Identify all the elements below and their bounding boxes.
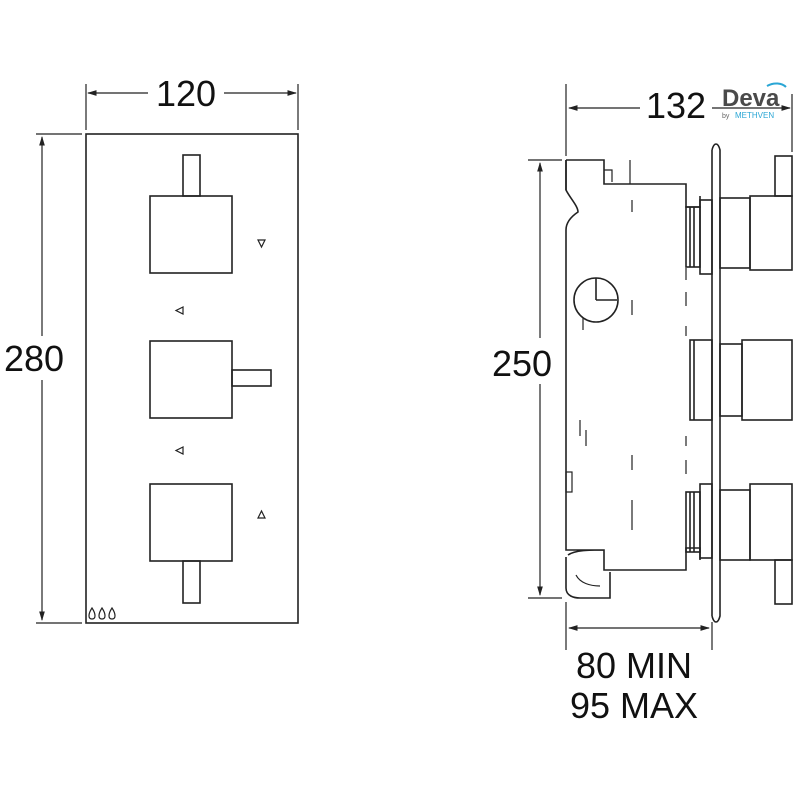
valve-body — [565, 159, 701, 571]
indicator-up-icon — [257, 509, 266, 519]
depth-dimension: 132 — [565, 84, 793, 156]
side-view: 132 250 80 MIN 95 MAX — [492, 84, 793, 726]
min-depth-label: 80 MIN — [576, 645, 692, 686]
top-cartridge — [685, 199, 713, 275]
water-drops-icon — [88, 606, 116, 620]
indicator-down-icon — [257, 239, 266, 249]
logo-maker: METHVEN — [735, 111, 774, 120]
front-view: 120 280 — [4, 73, 299, 624]
max-depth-label: 95 MAX — [570, 685, 698, 726]
inlet-detail — [604, 160, 631, 184]
body-height-dimension: 250 — [492, 159, 562, 599]
indicator-left-icon — [174, 446, 184, 455]
bottom-cartridge — [685, 483, 713, 559]
width-dimension: 120 — [85, 73, 299, 130]
outlet-elbow — [565, 557, 611, 599]
middle-cartridge — [689, 339, 713, 421]
top-handle-side — [719, 155, 793, 271]
bottom-handle-side — [719, 483, 793, 605]
internal-details — [565, 200, 687, 530]
indicator-left-icon — [174, 306, 184, 315]
logo-brand: Deva — [722, 85, 780, 112]
install-depth-dimension: 80 MIN 95 MAX — [565, 602, 713, 726]
valve-circle — [573, 277, 619, 330]
height-dimension: 280 — [4, 133, 82, 624]
depth-label: 132 — [646, 85, 706, 126]
width-label: 120 — [156, 73, 216, 114]
top-control-handle — [149, 154, 233, 274]
bottom-control-handle — [149, 483, 233, 604]
middle-control-handle — [149, 340, 272, 419]
logo-by: by — [722, 113, 730, 120]
faceplate — [85, 133, 299, 624]
brand-logo: Deva by METHVEN — [722, 82, 787, 120]
height-label: 280 — [4, 338, 64, 379]
faceplate-edge — [711, 143, 721, 623]
body-height-label: 250 — [492, 343, 552, 384]
logo-swoosh-icon — [766, 82, 787, 88]
middle-handle-side — [719, 339, 793, 421]
